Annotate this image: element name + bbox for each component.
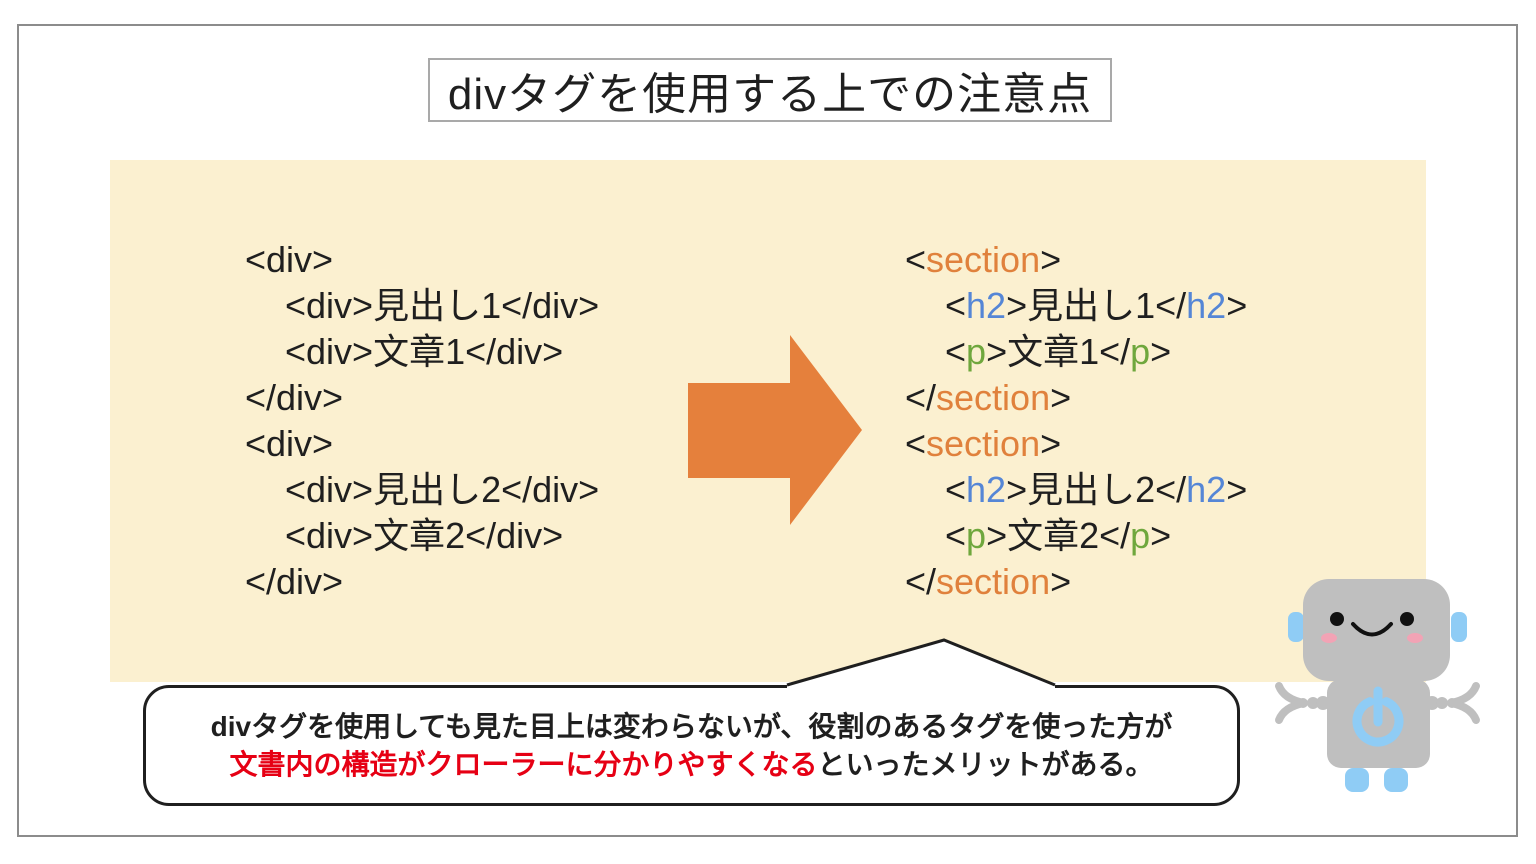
speech-bubble: divタグを使用しても見た目上は変わらないが、役割のあるタグを使った方が文書内の…: [143, 685, 1240, 806]
speech-bubble-tail: [786, 638, 1056, 689]
power-icon: [1352, 686, 1404, 747]
right-arrow-icon: [688, 335, 862, 525]
robot-eye-left: [1330, 612, 1344, 626]
robot-cheek-left: [1321, 633, 1337, 643]
div-code-block: <div><div>見出し1</div><div>文章1</div></div>…: [245, 239, 600, 602]
section-code-block: <section><h2>見出し1</h2><p>文章1</p></sectio…: [905, 239, 1248, 602]
page-title-text: divタグを使用する上での注意点: [447, 70, 1093, 119]
robot-foot-left: [1345, 768, 1369, 792]
robot-foot-right: [1384, 768, 1408, 792]
robot-eye-right: [1400, 612, 1414, 626]
robot-ear-right: [1451, 612, 1467, 642]
robot-arm-left: [1275, 682, 1330, 724]
robot-ear-left: [1288, 612, 1304, 642]
robot-smile: [1351, 622, 1393, 637]
page-title: divタグを使用する上での注意点: [428, 58, 1112, 122]
robot-arm-right: [1425, 682, 1480, 724]
robot-head: [1303, 579, 1450, 681]
robot-cheek-right: [1407, 633, 1423, 643]
robot-mascot: [1275, 579, 1480, 792]
